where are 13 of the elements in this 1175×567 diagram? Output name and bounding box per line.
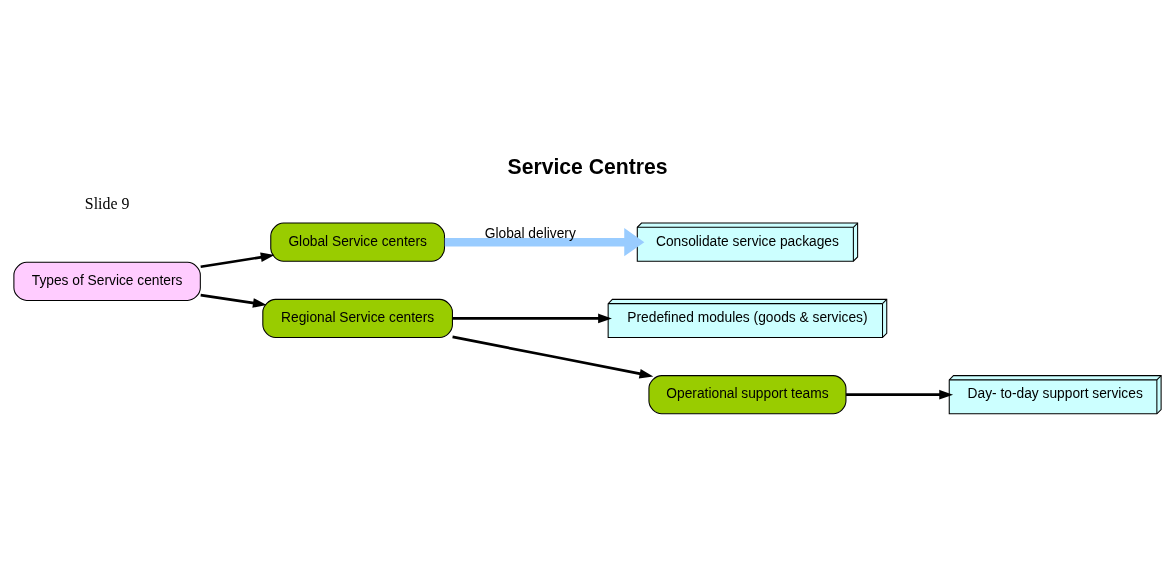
arrow — [444, 227, 645, 256]
arrow — [846, 389, 954, 400]
node-box: Types of Service centers — [13, 261, 201, 301]
diagram-title: Service Centres — [507, 154, 668, 178]
arrow — [452, 335, 654, 378]
label: Slide 9 — [84, 194, 130, 212]
node-box: Global Service centers — [270, 222, 446, 262]
arrow — [200, 293, 267, 308]
node-box: Operational support teams — [648, 374, 847, 414]
arrow — [200, 252, 275, 268]
arrow — [452, 313, 612, 323]
node-box: Regional Service centers — [262, 298, 453, 338]
edge-label: Global delivery — [484, 225, 576, 241]
